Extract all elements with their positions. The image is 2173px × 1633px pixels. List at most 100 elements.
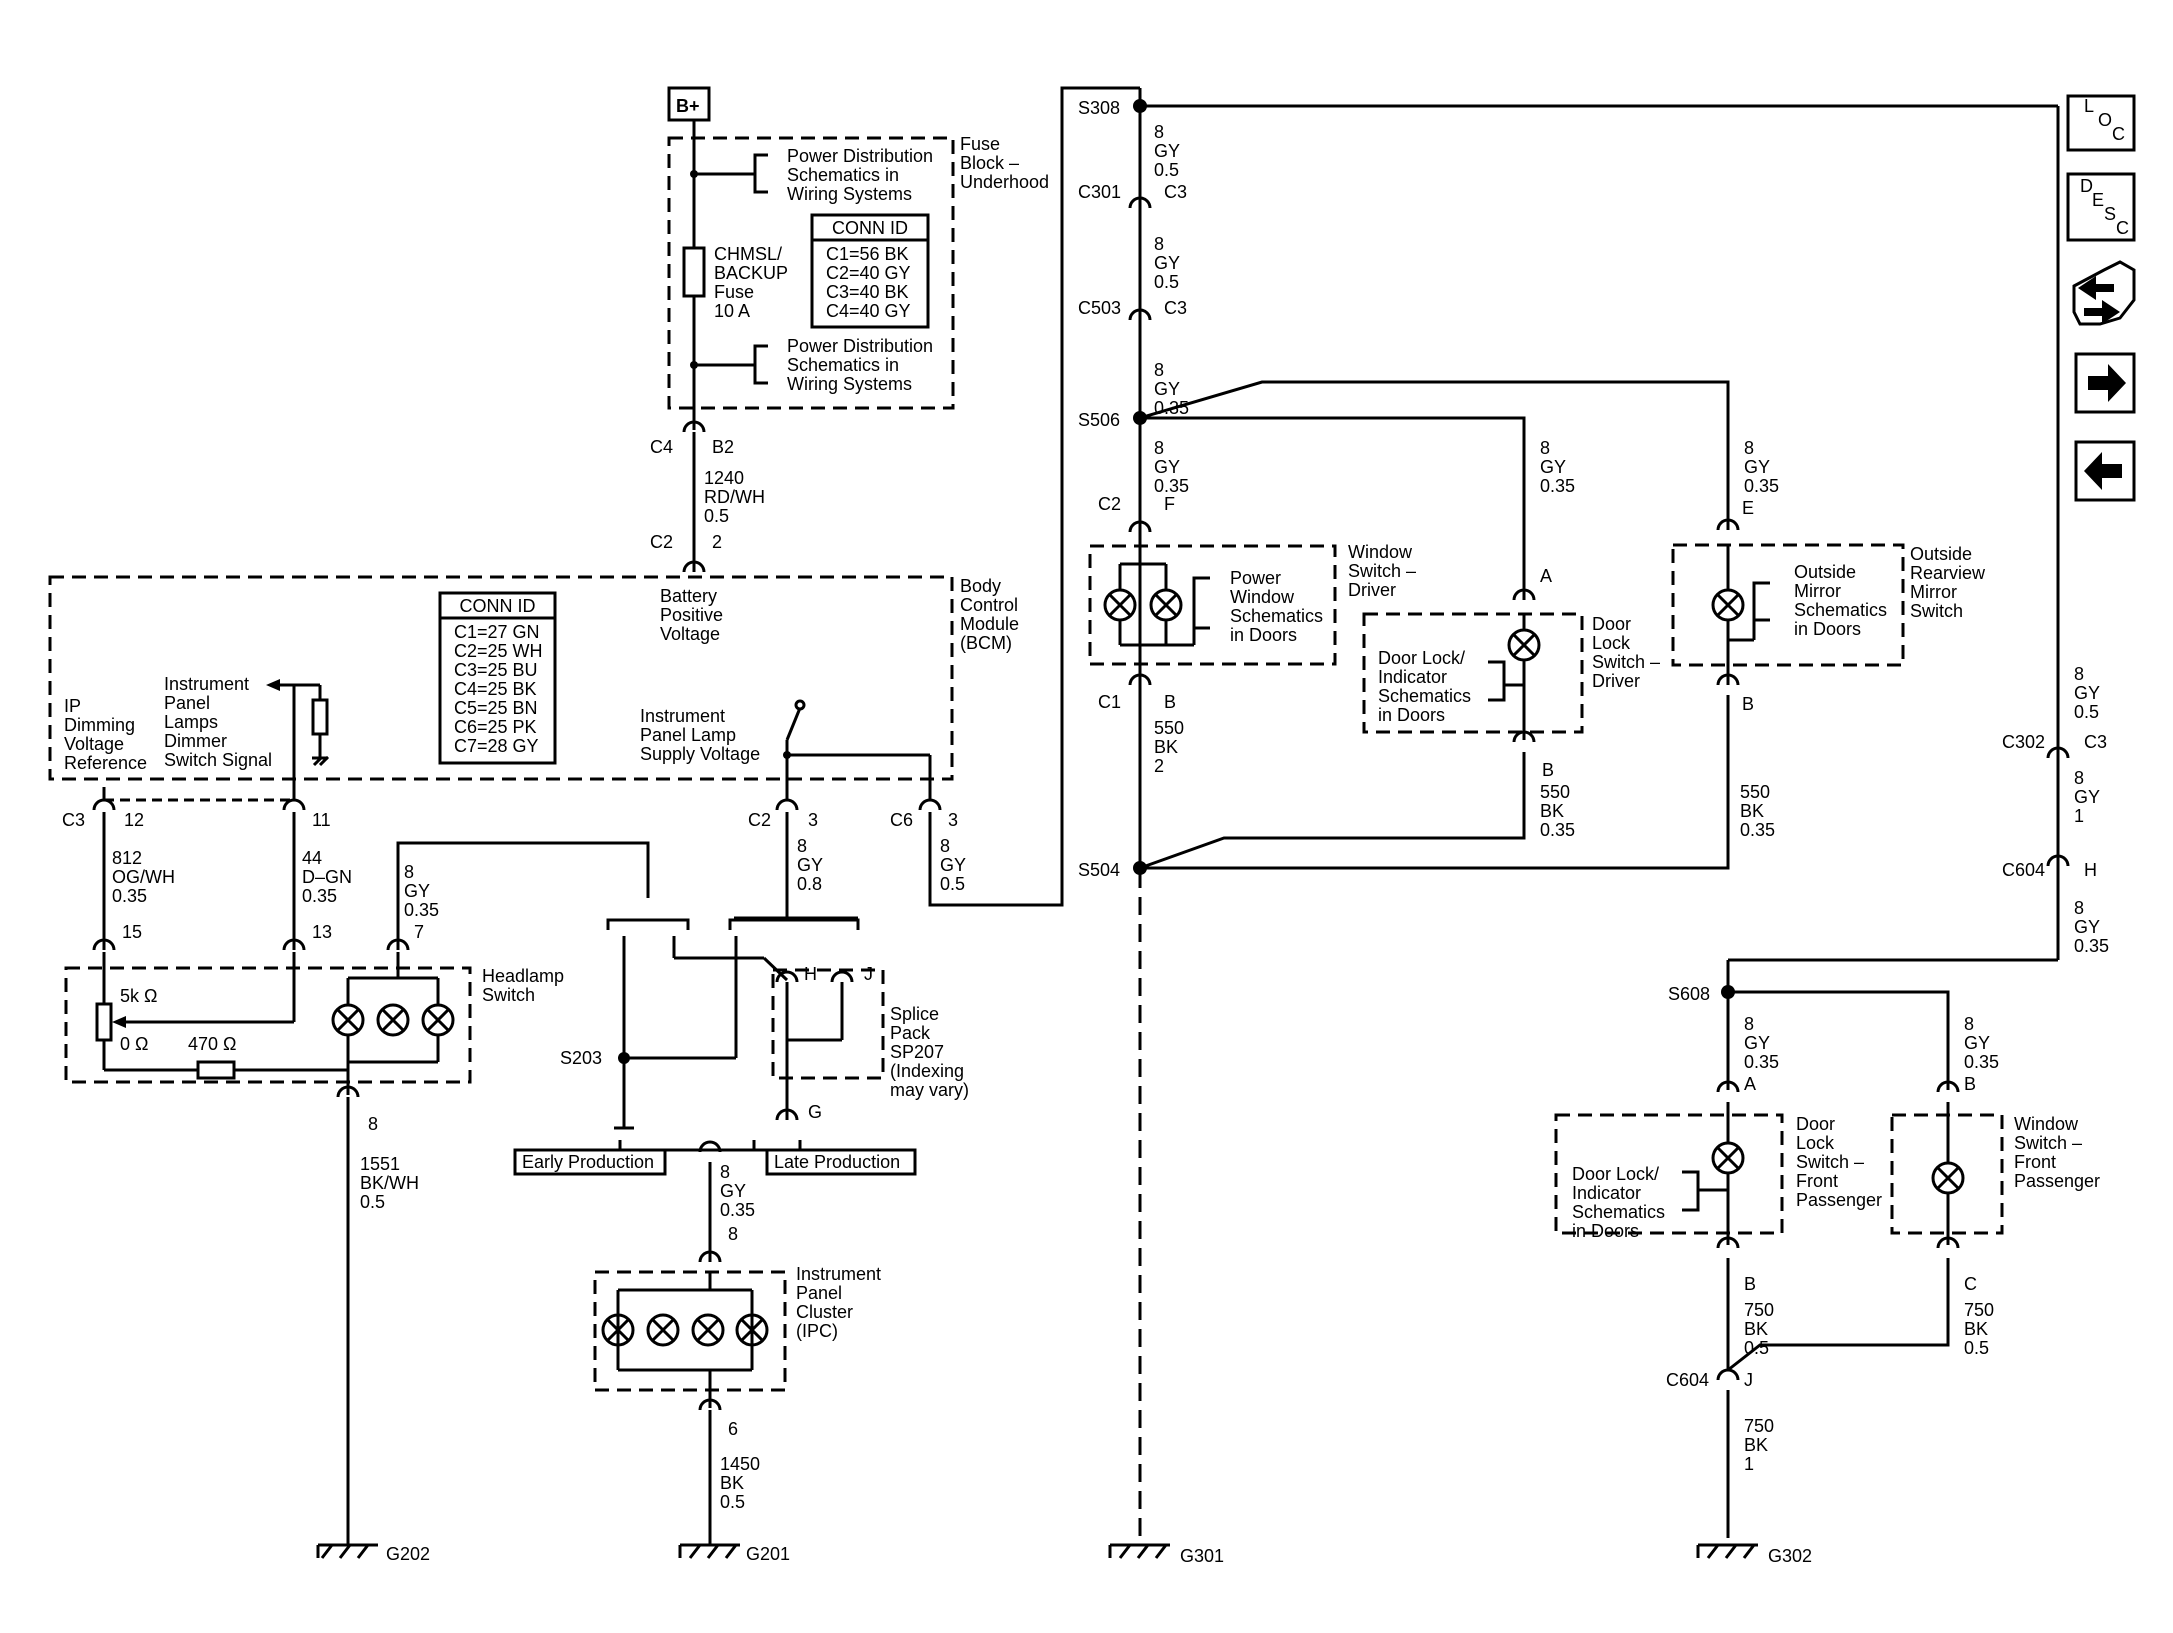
bcm-connectors bbox=[92, 787, 942, 811]
label-w8g-2: 0.5 bbox=[2074, 702, 2099, 722]
label-splice-1: Pack bbox=[890, 1023, 931, 1043]
label-bcm-2: Module bbox=[960, 614, 1019, 634]
location-button[interactable]: L O C bbox=[2066, 94, 2136, 152]
label-w44-2: 0.35 bbox=[302, 886, 337, 906]
label-orms-0: Outside bbox=[1910, 544, 1972, 564]
label-pds1-2: Wiring Systems bbox=[787, 184, 912, 204]
label-pw-1: Window bbox=[1230, 587, 1295, 607]
label-w8j-1: GY bbox=[1744, 1033, 1770, 1053]
label-j604: J bbox=[1744, 1370, 1753, 1390]
label-w1240-2: 0.5 bbox=[704, 506, 729, 526]
label-p8-hs: 8 bbox=[368, 1114, 378, 1134]
label-w8gy-08-0: 8 bbox=[797, 836, 807, 856]
label-pds1-0: Power Distribution bbox=[787, 146, 933, 166]
conn-id-row: C4=25 BK bbox=[454, 679, 537, 699]
conn-id-row: C2=40 GY bbox=[826, 263, 911, 283]
label-a-fp: A bbox=[1744, 1074, 1756, 1094]
label-pds2-1: Schematics in bbox=[787, 355, 899, 375]
label-ipls-2: Supply Voltage bbox=[640, 744, 760, 764]
label-ipls-1: Panel Lamp bbox=[640, 725, 736, 745]
label-w8a-0: 8 bbox=[1154, 122, 1164, 142]
label-sp-h: H bbox=[804, 964, 817, 984]
label-ipc-3: (IPC) bbox=[796, 1321, 838, 1341]
conn-id-row: C3=25 BU bbox=[454, 660, 538, 680]
label-w8c-1: GY bbox=[1154, 379, 1180, 399]
label-w550a-0: 550 bbox=[1154, 718, 1184, 738]
label-dl-sch2-2: Schematics bbox=[1572, 1202, 1665, 1222]
label-w750c-2: 1 bbox=[1744, 1454, 1754, 1474]
desc-text-d: D bbox=[2080, 176, 2093, 196]
label-ws-fp-1: Switch – bbox=[2014, 1133, 2082, 1153]
label-ipd-2: Voltage bbox=[64, 734, 124, 754]
label-w812-1: OG/WH bbox=[112, 867, 175, 887]
loc-text-l: L bbox=[2084, 96, 2094, 116]
label-w8f-1: GY bbox=[1744, 457, 1770, 477]
label-c301: C301 bbox=[1078, 182, 1121, 202]
label-ws-drv-2: Driver bbox=[1348, 580, 1396, 600]
label-fuse-1: BACKUP bbox=[714, 263, 788, 283]
connector-swap-icon[interactable] bbox=[2072, 260, 2136, 326]
label-om-sch-1: Mirror bbox=[1794, 581, 1841, 601]
label-c2-mid: C2 bbox=[748, 810, 771, 830]
label-w8a-1: GY bbox=[1154, 141, 1180, 161]
label-orms-1: Rearview bbox=[1910, 563, 1986, 583]
label-p15: 15 bbox=[122, 922, 142, 942]
label-fuse-0: CHMSL/ bbox=[714, 244, 782, 264]
label-pw-0: Power bbox=[1230, 568, 1281, 588]
description-button[interactable]: D E S C bbox=[2066, 172, 2136, 242]
label-w1240-1: RD/WH bbox=[704, 487, 765, 507]
label-w750b-2: 0.5 bbox=[1964, 1338, 1989, 1358]
label-w1551-2: 0.5 bbox=[360, 1192, 385, 1212]
label-b2: B2 bbox=[712, 437, 734, 457]
label-ipl-0: Instrument bbox=[164, 674, 249, 694]
conn-id-row: C3=40 BK bbox=[826, 282, 909, 302]
label-w8d-2: 0.35 bbox=[1154, 476, 1189, 496]
label-g202: G202 bbox=[386, 1544, 430, 1564]
label-w8e-2: 0.35 bbox=[1540, 476, 1575, 496]
label-s308: S308 bbox=[1078, 98, 1120, 118]
label-w8f-0: 8 bbox=[1744, 438, 1754, 458]
label-w750a-2: 0.5 bbox=[1744, 1338, 1769, 1358]
label-p13: 13 bbox=[312, 922, 332, 942]
fuse-icon bbox=[682, 246, 706, 298]
label-c604b: C604 bbox=[1666, 1370, 1709, 1390]
label-bplus: B+ bbox=[676, 96, 700, 116]
label-w44-1: D–GN bbox=[302, 867, 352, 887]
label-w8gy-ipc-2: 0.35 bbox=[720, 1200, 755, 1220]
label-w8d-1: GY bbox=[1154, 457, 1180, 477]
conn-id-title: CONN ID bbox=[832, 218, 908, 238]
label-w44-0: 44 bbox=[302, 848, 322, 868]
label-bpv-2: Voltage bbox=[660, 624, 720, 644]
desc-text-s: S bbox=[2104, 204, 2116, 224]
label-w750a-1: BK bbox=[1744, 1319, 1768, 1339]
label-pds2-2: Wiring Systems bbox=[787, 374, 912, 394]
label-pds1-1: Schematics in bbox=[787, 165, 899, 185]
label-c1-ws: C1 bbox=[1098, 692, 1121, 712]
label-om-sch-2: Schematics bbox=[1794, 600, 1887, 620]
label-ipl-2: Lamps bbox=[164, 712, 218, 732]
label-dls-fp-0: Door bbox=[1796, 1114, 1835, 1134]
desc-text-e: E bbox=[2092, 190, 2104, 210]
driver-door-circuit bbox=[1088, 88, 2058, 1559]
label-fuse-block-1: Block – bbox=[960, 153, 1019, 173]
label-ws-drv-0: Window bbox=[1348, 542, 1413, 562]
label-early: Early Production bbox=[522, 1152, 654, 1172]
label-dls-fp-2: Switch – bbox=[1796, 1152, 1864, 1172]
arrow-right-icon[interactable] bbox=[2074, 352, 2136, 414]
label-b-fp: B bbox=[1744, 1274, 1756, 1294]
label-fuse-block-2: Underhood bbox=[960, 172, 1049, 192]
label-dl-sch2-3: in Doors bbox=[1572, 1221, 1639, 1241]
label-c604a: C604 bbox=[2002, 860, 2045, 880]
label-splice-0: Splice bbox=[890, 1004, 939, 1024]
label-w8h-2: 1 bbox=[2074, 806, 2084, 826]
label-orms-3: Switch bbox=[1910, 601, 1963, 621]
arrow-left-icon[interactable] bbox=[2074, 440, 2136, 502]
fuse-block bbox=[667, 86, 955, 573]
label-ipl-3: Dimmer bbox=[164, 731, 227, 751]
label-s506: S506 bbox=[1078, 410, 1120, 430]
label-w8gy-hs-1: GY bbox=[404, 881, 430, 901]
label-g201: G201 bbox=[746, 1544, 790, 1564]
conn-id-row: C2=25 WH bbox=[454, 641, 543, 661]
label-pw-3: in Doors bbox=[1230, 625, 1297, 645]
